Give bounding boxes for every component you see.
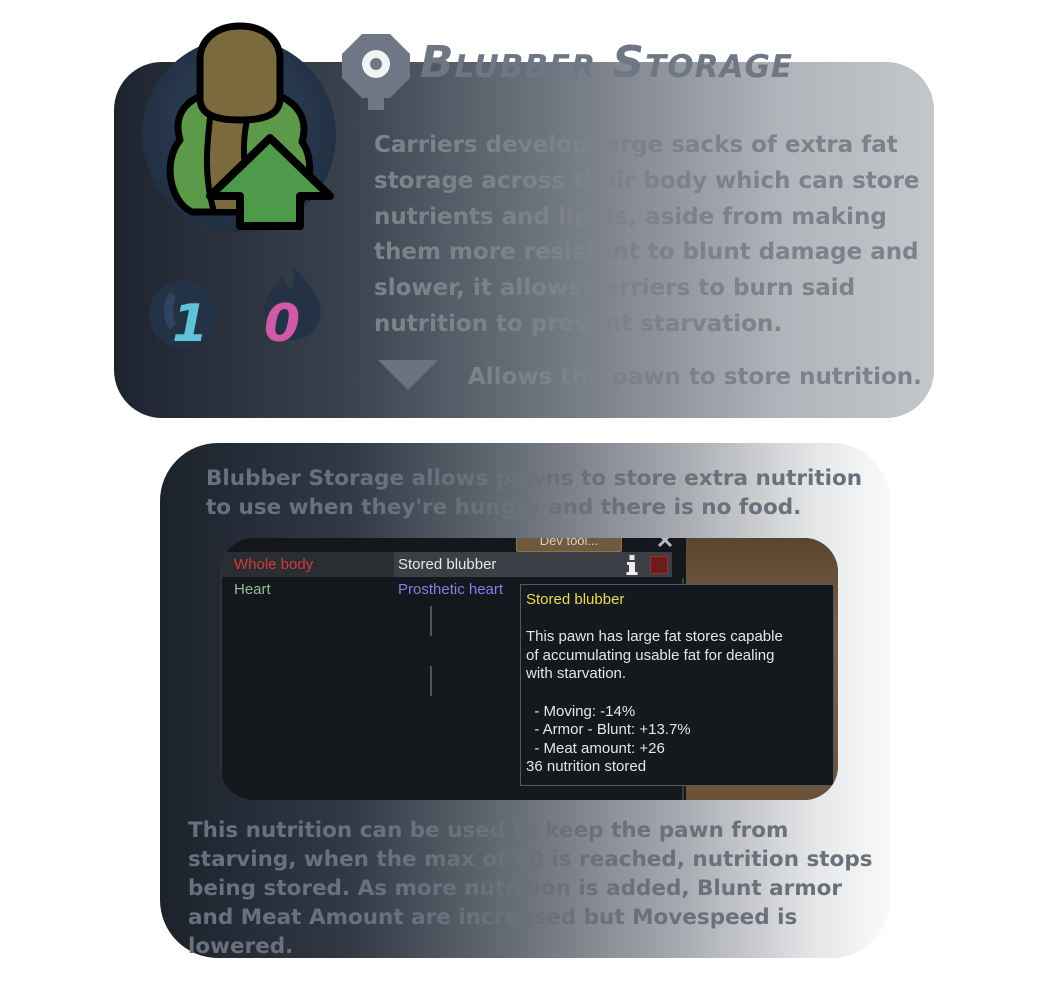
tooltip-description-line: of accumulating usable fat for dealing [526, 646, 775, 664]
hediff-tooltip: Stored blubber This pawn has large fat s… [520, 584, 834, 786]
tooltip-title: Stored blubber [526, 591, 625, 608]
complexity-icon [149, 280, 217, 348]
explanation-intro: Blubber Storage allows pawns to store ex… [206, 466, 863, 520]
health-row[interactable]: Whole body Stored blubber [222, 552, 672, 577]
hediff-label: Stored blubber [398, 556, 497, 573]
dev-tool-button[interactable]: Dev tool... [516, 538, 622, 552]
metabolism-icon [263, 266, 321, 340]
remove-hediff-button[interactable] [650, 556, 668, 574]
scroll-mark [430, 606, 432, 636]
hediff-label: Prosthetic heart [398, 581, 504, 598]
body-part-label: Whole body [234, 556, 314, 573]
tooltip-footer: 36 nutrition stored [526, 758, 647, 776]
tooltip-description-line: This pawn has large fat stores capable [526, 628, 783, 646]
tooltip-description-line: with starvation. [526, 665, 627, 683]
gene-effect: Allows the pawn to store nutrition. [468, 364, 922, 390]
gene-title: Blubber Storage [420, 37, 794, 88]
health-table: Whole body Stored blubber Heart Prosthet… [222, 552, 672, 602]
tooltip-stat-line: - Armor - Blunt: +13.7% [526, 721, 691, 739]
gene-category-icon [342, 34, 410, 110]
triangle-down-icon [378, 360, 438, 390]
info-icon[interactable] [625, 554, 639, 576]
explanation-outro: This nutrition can be used to keep the p… [188, 818, 873, 959]
complexity-value: 1 [172, 294, 209, 354]
hediff-cell [394, 552, 672, 577]
metabolism-value: 0 [264, 294, 301, 354]
game-health-screenshot: Dev tool... Whole body Stored blubber He… [220, 538, 838, 800]
tooltip-spacer [526, 684, 833, 703]
panel-edge [220, 538, 222, 800]
close-icon[interactable] [656, 538, 674, 548]
gene-description: Carriers develop large sacks of extra fa… [374, 132, 920, 337]
tooltip-stat-line: - Moving: -14% [526, 702, 636, 720]
pawn-upgrade-icon [166, 22, 334, 230]
health-row[interactable]: Heart Prosthetic heart [222, 577, 672, 602]
scroll-mark [430, 666, 432, 696]
body-part-label: Heart [234, 581, 271, 598]
tooltip-stat-line: - Meat amount: +26 [526, 739, 665, 757]
